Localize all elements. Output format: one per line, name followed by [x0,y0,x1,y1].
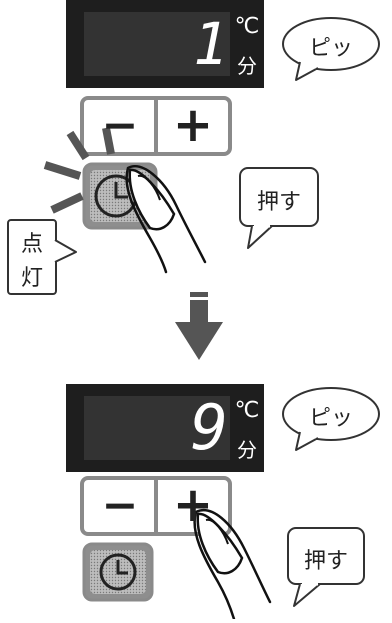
step1-press-bubble [239,167,319,249]
step2-beep-text: ピッ [308,406,353,431]
step1-lit-text-1: 点 [20,232,43,257]
step2-timer-button [82,542,154,602]
step1-beep-bubble [282,17,380,81]
finger-icon [125,165,207,274]
step1-unit-celsius: ℃ [234,14,260,39]
step2-minus-button[interactable]: − [101,480,139,531]
down-arrow-icon [175,292,223,360]
step1-lit-text-2: 灯 [20,266,43,291]
finger-icon [193,509,272,621]
step1-display [66,0,264,88]
step1-press-text: 押す [256,190,301,215]
step1-plus-button[interactable]: + [172,97,214,153]
step1-minus-button[interactable]: − [101,100,139,151]
glow-rays-icon [43,127,115,214]
step2-press-text: 押す [303,549,348,574]
step2-unit-celsius: ℃ [234,398,260,423]
step1-lit-callout [7,219,77,295]
step1-buttons [80,96,232,156]
step2-display [66,384,264,472]
step2-plus-button[interactable]: + [172,477,214,533]
step2-press-bubble [287,527,365,607]
step2-beep-bubble [282,387,380,451]
step1-display-digit: 1 [193,10,228,78]
step2-buttons [80,476,232,536]
step1-unit-minutes: 分 [237,54,257,78]
step2-display-digit: 9 [190,391,228,464]
step2-unit-minutes: 分 [237,438,257,462]
clock-icon [99,553,137,591]
step1-beep-text: ピッ [308,36,353,61]
